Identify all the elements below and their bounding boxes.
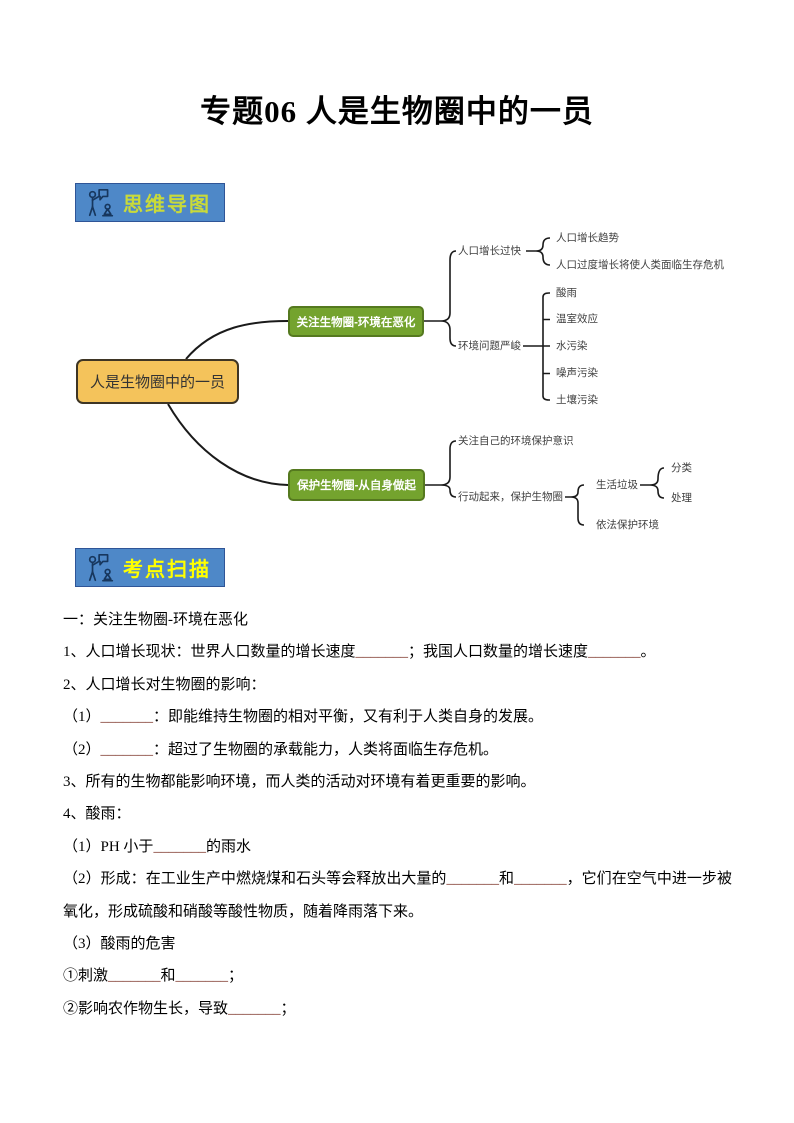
paragraph: （1）_______：即能维持生物圈的相对平衡，又有利于人类自身的发展。 xyxy=(63,701,732,733)
paragraph: ①刺激_______和_______； xyxy=(63,960,732,992)
presenter-icon xyxy=(84,552,118,584)
text-segment: ； xyxy=(280,1000,296,1017)
scan-badge-label: 考点扫描 xyxy=(123,559,211,581)
answer-blank: _______ xyxy=(153,838,206,855)
mm-label-law-protection: 依法保护环境 xyxy=(596,519,659,531)
text-segment: 3、所有的生物都能影响环境，而人类的活动对环境有着更重要的影响。 xyxy=(63,774,536,791)
paragraph: （2）_______：超过了生物圈的承载能力，人类将面临生存危机。 xyxy=(63,734,732,766)
mm-label-acid-rain: 酸雨 xyxy=(556,287,577,299)
answer-blank: _______ xyxy=(100,741,154,758)
scan-section-badge: 考点扫描 xyxy=(75,548,225,587)
text-segment: ：即能维持生物圈的相对平衡，又有利于人类自身的发展。 xyxy=(153,709,544,726)
answer-blank: _______ xyxy=(588,644,641,661)
text-segment: ①刺激 xyxy=(63,968,109,985)
text-segment: 1、人口增长现状：世界人口数量的增长速度 xyxy=(63,644,356,661)
paragraph: 2、人口增长对生物圈的影响： xyxy=(63,669,732,701)
text-segment: 一：关注生物圈-环境在恶化 xyxy=(63,612,248,628)
paragraph: 4、酸雨： xyxy=(63,798,732,830)
text-segment: 和 xyxy=(160,968,176,985)
mindmap-root-node: 人是生物圈中的一员 xyxy=(76,359,239,404)
text-segment: 。 xyxy=(640,644,656,661)
mm-label-household-waste: 生活垃圾 xyxy=(596,479,638,491)
answer-blank: _______ xyxy=(355,644,409,661)
answer-blank: _______ xyxy=(100,709,154,726)
text-segment: 4、酸雨： xyxy=(63,806,131,823)
text-segment: 的雨水 xyxy=(205,838,251,855)
mm-label-growth-trend: 人口增长趋势 xyxy=(556,232,619,244)
paragraph: （1）PH 小于_______的雨水 xyxy=(63,831,732,863)
mm-label-env-problems: 环境问题严峻 xyxy=(458,340,521,352)
mindmap-badge-label: 思维导图 xyxy=(123,194,211,216)
paragraph: ②影响农作物生长，导致_______； xyxy=(63,993,732,1025)
answer-blank: _______ xyxy=(108,968,161,985)
mm-label-take-action: 行动起来，保护生物圈 xyxy=(458,491,563,503)
text-segment: ； xyxy=(228,968,244,985)
text-segment: （1）PH 小于 xyxy=(63,838,154,855)
answer-blank: _______ xyxy=(446,871,499,888)
mm-label-disposal: 处理 xyxy=(671,492,692,504)
mm-label-water-pollution: 水污染 xyxy=(556,340,588,352)
mm-label-growth-crisis: 人口过度增长将使人类面临生存危机 xyxy=(556,259,724,271)
mindmap-branch-environment: 关注生物圈-环境在恶化 xyxy=(288,306,424,337)
paragraph: （3）酸雨的危害 xyxy=(63,928,732,960)
text-segment: （1） xyxy=(63,709,101,726)
answer-blank: _______ xyxy=(228,1000,281,1017)
text-segment: （2）形成：在工业生产中燃烧煤和石头等会释放出大量的 xyxy=(63,871,447,888)
mm-label-awareness: 关注自己的环境保护意识 xyxy=(458,435,574,447)
mm-label-greenhouse: 温室效应 xyxy=(556,313,598,325)
mm-label-sorting: 分类 xyxy=(671,462,692,474)
text-segment: 2、人口增长对生物圈的影响： xyxy=(63,676,266,693)
text-segment: （3）酸雨的危害 xyxy=(63,936,176,953)
exam-points-content: 一：关注生物圈-环境在恶化 1、人口增长现状：世界人口数量的增长速度______… xyxy=(63,604,732,1025)
section-heading: 一：关注生物圈-环境在恶化 xyxy=(63,604,732,636)
page-title: 专题06 人是生物圈中的一员 xyxy=(200,94,594,129)
mm-label-population-growth: 人口增长过快 xyxy=(458,245,521,257)
paragraph: 1、人口增长现状：世界人口数量的增长速度_______；我国人口数量的增长速度_… xyxy=(63,636,732,668)
text-segment: ，它们在空气中进一步被氧化，形成硫酸和硝酸等酸性物质，随着降雨落下来。 xyxy=(63,871,732,920)
answer-blank: _______ xyxy=(175,968,229,985)
presenter-icon xyxy=(84,187,118,219)
mindmap-section-badge: 思维导图 xyxy=(75,183,225,222)
mindmap-branch-protect: 保护生物圈-从自身做起 xyxy=(288,469,425,501)
text-segment: ：超过了生物圈的承载能力，人类将面临生存危机。 xyxy=(153,741,499,758)
paragraph: （2）形成：在工业生产中燃烧煤和石头等会释放出大量的_______和______… xyxy=(63,863,732,928)
text-segment: ；我国人口数量的增长速度 xyxy=(408,644,589,661)
mm-label-soil-pollution: 土壤污染 xyxy=(556,394,598,406)
mindmap-connectors xyxy=(167,237,665,526)
text-segment: 和 xyxy=(498,871,515,888)
mm-label-noise-pollution: 噪声污染 xyxy=(556,367,598,379)
paragraph: 3、所有的生物都能影响环境，而人类的活动对环境有着更重要的影响。 xyxy=(63,766,732,798)
answer-blank: _______ xyxy=(514,871,567,888)
text-segment: （2） xyxy=(63,741,101,758)
text-segment: ②影响农作物生长，导致 xyxy=(63,1000,229,1017)
